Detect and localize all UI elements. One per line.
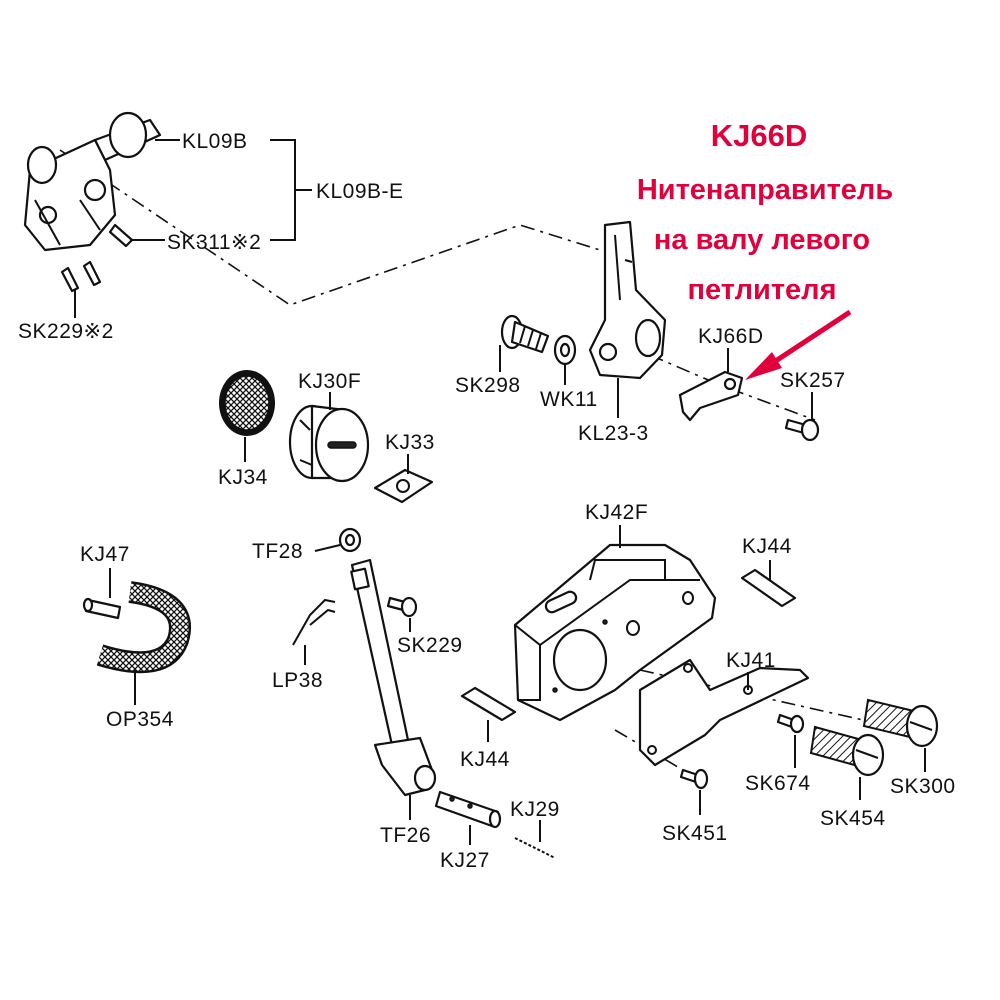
sk300-screw [862, 698, 939, 748]
label-kj44-top: KJ44 [742, 535, 792, 558]
label-kj33: KJ33 [385, 431, 435, 454]
label-op354: OP354 [106, 708, 174, 731]
sk674-screw [776, 713, 805, 734]
annotation-code: KJ66D [711, 118, 808, 153]
annotation-arrow [745, 309, 852, 380]
sk298-screw [500, 314, 550, 354]
label-sk229x2: SK229※2 [18, 320, 114, 343]
kj47-pin [82, 597, 122, 620]
label-kj29: KJ29 [510, 798, 560, 821]
label-sk311x2: SK311※2 [167, 231, 261, 254]
sk451-screw [679, 768, 709, 790]
label-kl09b: KL09B [182, 130, 248, 153]
annotation-line3: петлителя [687, 274, 836, 306]
kj42f-housing [513, 543, 717, 722]
label-wk11: WK11 [540, 388, 598, 411]
label-kl09b-e: KL09B-E [316, 180, 404, 203]
annotation-line2: на валу левого [654, 224, 870, 256]
label-kj34: KJ34 [218, 466, 268, 489]
kj29-needle [514, 837, 556, 859]
label-kj44-bottom: KJ44 [460, 748, 510, 771]
annotation-line1: Нитенаправитель [637, 174, 893, 206]
tf26-lever [338, 527, 437, 797]
kj41-plate [638, 658, 810, 767]
kj33-plate [373, 468, 434, 504]
kl09b-shaft-assembly [23, 111, 162, 293]
kj30f-drum [288, 404, 370, 483]
kj34-mesh-cap [219, 370, 275, 436]
label-sk454: SK454 [820, 807, 886, 830]
label-kj27: KJ27 [440, 849, 490, 872]
label-tf28: TF28 [252, 540, 303, 563]
sk257-screw [784, 418, 820, 442]
lp38-spring [292, 598, 336, 646]
sk454-screw [809, 725, 885, 777]
label-tf26: TF26 [380, 824, 431, 847]
op354-hose [96, 581, 191, 674]
sk229-screw [386, 596, 418, 618]
label-sk300: SK300 [890, 775, 956, 798]
label-sk229: SK229 [397, 634, 463, 657]
label-sk257: SK257 [780, 369, 846, 392]
bracket-kl09b [270, 139, 312, 241]
label-kl23-3: KL23-3 [578, 422, 649, 445]
kl23-3-holder [588, 220, 667, 380]
label-kj41: KJ41 [726, 649, 776, 672]
kj66d-thread-guide [678, 370, 744, 422]
label-sk674: SK674 [745, 772, 811, 795]
kj44-block-top [740, 568, 797, 608]
label-kj42f: KJ42F [585, 501, 648, 524]
label-lp38: LP38 [272, 669, 323, 692]
label-sk298: SK298 [455, 374, 521, 397]
label-kj30f: KJ30F [298, 370, 361, 393]
label-kj66d: KJ66D [698, 325, 764, 348]
kj27-pin [434, 790, 502, 829]
kj44-block-bottom [460, 686, 517, 722]
label-kj47: KJ47 [80, 543, 130, 566]
leader-tf28 [314, 544, 341, 552]
assembly-line-shaft [59, 149, 601, 306]
label-sk451: SK451 [662, 822, 728, 845]
